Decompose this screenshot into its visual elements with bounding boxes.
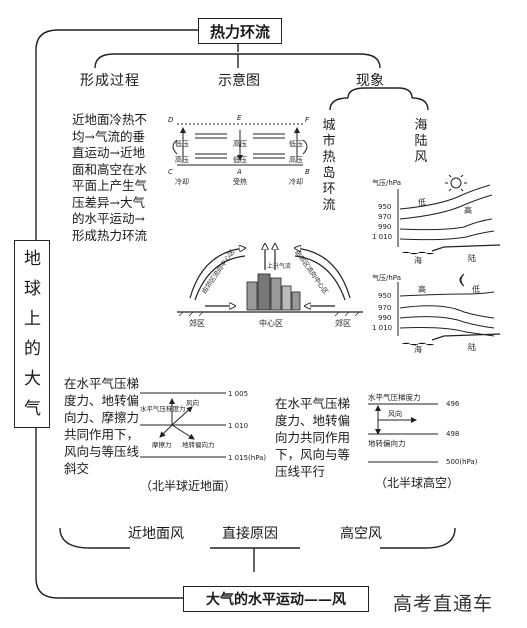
surface-condition-label: 受热 — [233, 177, 247, 186]
ground-label: 郊区 — [335, 318, 351, 328]
isobar-label: 1 015(hPa) — [228, 454, 266, 462]
pressure-level: 950 — [378, 292, 391, 300]
high-label: 高 — [418, 284, 426, 294]
upper-wind-label: 高空风 — [340, 526, 382, 542]
isobar-label: 1 010 — [228, 422, 248, 430]
friction-label: 摩擦力 — [152, 440, 172, 449]
isobar-label: 1 005 — [228, 390, 248, 398]
pressure-level: 1 010 — [372, 233, 392, 241]
pressure-level: 1 010 — [372, 324, 392, 332]
pressure-level: 990 — [378, 223, 391, 231]
high-label: 高 — [464, 205, 472, 215]
land-label: 陆 — [468, 342, 476, 352]
bottom-title-text: 大气的水平运动——风 — [206, 592, 346, 608]
bottom-title-box: 大气的水平运动——风 — [183, 586, 369, 612]
city-heat-island-diagram: 上升气流 由郊区流向中心区 由郊区流向中心区 郊区 中心区 郊区 — [177, 230, 363, 328]
wind-label: 风向 — [186, 398, 199, 407]
pressure-level: 970 — [378, 304, 391, 312]
corner-label: C — [168, 168, 173, 176]
upper-wind-diagram: 水平气压梯度力 风向 地转偏向力 496 498 500(hPa) — [368, 392, 478, 466]
ground-label: 中心区 — [259, 318, 283, 328]
land-label: 陆 — [468, 253, 476, 263]
title-box: 热力环流 — [198, 18, 282, 44]
corner-label: B — [305, 168, 310, 176]
upper-pressure-label: 低压 — [289, 139, 303, 148]
pressure-unit: 气压/hPa — [372, 273, 401, 282]
flow-label-right: 由郊区流向中心区 — [293, 248, 330, 296]
isobar-label: 498 — [446, 430, 459, 438]
upper-pressure-label: 高压 — [233, 139, 247, 148]
upper-wind-text: 在水平气压梯度力、地转偏向力共同作用下，风向与等压线平行 — [275, 396, 351, 479]
pressure-level: 950 — [378, 203, 391, 211]
corner-label: F — [305, 116, 310, 124]
left-title-box: 地球上的大气 — [14, 240, 50, 428]
ground-label: 郊区 — [189, 318, 205, 328]
low-label: 低 — [472, 284, 480, 294]
isobar-label: 500(hPa) — [446, 458, 478, 466]
pressure-level: 990 — [378, 314, 391, 322]
sea-label: 海 — [414, 344, 422, 354]
surface-condition-label: 冷却 — [289, 177, 303, 186]
left-title-text: 地球上的大气 — [24, 249, 41, 419]
pressure-unit: 气压/hPa — [372, 178, 401, 187]
flow-label-left: 由郊区流向中心区 — [199, 247, 236, 295]
surface-condition-label: 冷却 — [175, 177, 189, 186]
pressure-level: 970 — [378, 213, 391, 221]
corner-label: A — [236, 168, 242, 176]
title-text: 热力环流 — [209, 22, 270, 41]
surface-caption: （北半球近地面） — [140, 479, 237, 493]
surface-wind-label: 近地面风 — [128, 526, 184, 542]
rising-air-label: 上升气流 — [267, 262, 291, 270]
surface-wind-text: 在水平气压梯度力、地转偏向力、摩擦力共同作用下，风向与等压线斜交 — [64, 376, 140, 476]
direct-cause-label: 直接原因 — [222, 526, 278, 542]
isobar-label: 496 — [446, 400, 460, 408]
wind-label: 风向 — [388, 409, 402, 418]
lower-pressure-label: 高压 — [289, 155, 303, 164]
upper-caption: （北半球高空） — [375, 476, 460, 490]
lower-pressure-label: 高压 — [175, 155, 189, 164]
sea-land-night-diagram: 气压/hPa 950 970 990 1 010 高 低 海 陆 — [372, 273, 501, 354]
sea-land-breeze-title: 海陆风 — [414, 118, 428, 165]
heading-diagram: 示意图 — [218, 73, 260, 89]
coriolis-label: 地转偏向力 — [182, 440, 215, 449]
process-text: 近地面冷热不均→气流的垂直运动→近地面和高空在水平面上产生气压差异→大气的水平运… — [72, 112, 148, 243]
corner-label: D — [168, 116, 174, 124]
surface-wind-diagram: 1 005 1 010 1 015(hPa) 水平气压梯度力 风向 摩擦力 地转… — [140, 390, 266, 462]
heading-process: 形成过程 — [80, 73, 140, 89]
low-label: 低 — [418, 197, 426, 207]
sea-label: 海 — [414, 255, 422, 265]
corner-label: E — [237, 114, 242, 122]
upper-pressure-label: 低压 — [175, 139, 189, 148]
pgf-label: 水平气压梯度力 — [140, 404, 186, 413]
city-heat-island-title: 城市热岛环流 — [322, 118, 336, 213]
sea-land-day-diagram: 气压/hPa 950 970 990 1 010 低 高 海 陆 — [372, 175, 501, 265]
coriolis-label: 地转偏向力 — [368, 438, 406, 448]
watermark: 高考直通车 — [393, 593, 494, 615]
heat-circulation-diagram: D E F C A B 低压 高压 低压 高压 低压 高压 冷却 受热 冷却 — [168, 114, 310, 186]
lower-pressure-label: 低压 — [233, 155, 247, 164]
heading-phenomena: 现象 — [356, 73, 384, 89]
pgf-label: 水平气压梯度力 — [368, 392, 421, 402]
